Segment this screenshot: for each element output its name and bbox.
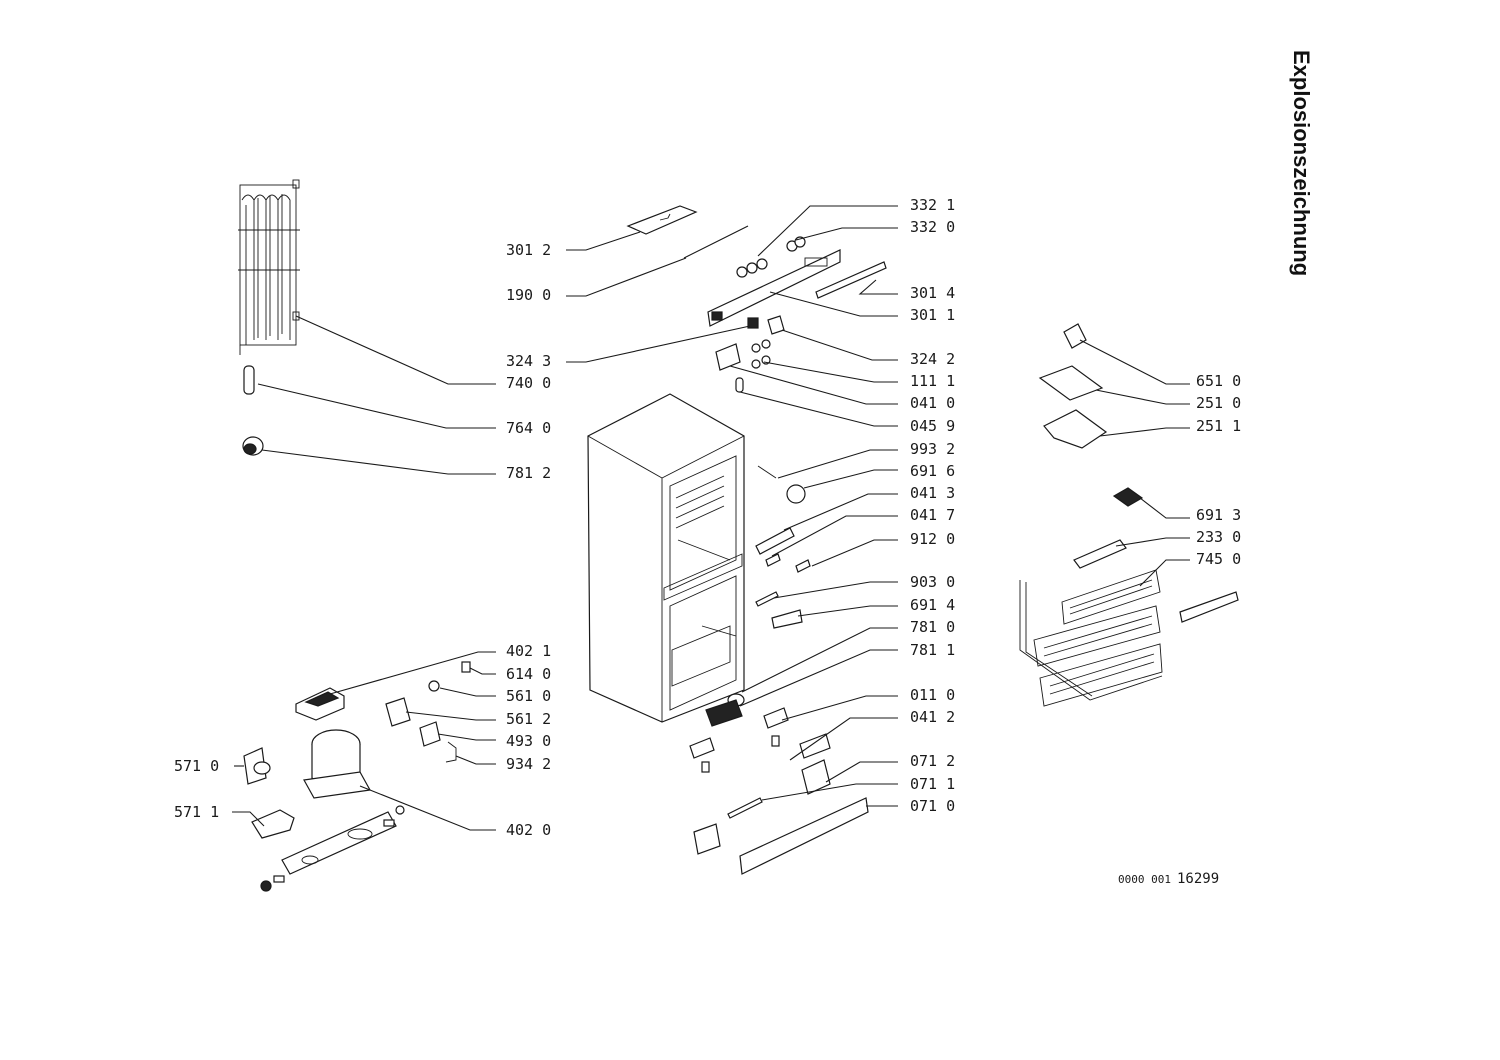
cap-part-4930 <box>419 721 441 747</box>
compressor-part <box>303 729 371 799</box>
bracket-part-5711 <box>251 809 295 839</box>
label-3012: 301 2 <box>506 241 551 259</box>
relay-part <box>295 687 345 721</box>
wire-part-9342 <box>445 741 457 763</box>
shelf-rail-part-2 <box>1179 591 1239 623</box>
label-7810: 781 0 <box>910 618 955 636</box>
strip-part <box>815 261 887 299</box>
label-3011: 301 1 <box>910 306 955 324</box>
vent-part <box>1112 487 1144 507</box>
label-0711: 071 1 <box>910 775 955 793</box>
label-4021: 402 1 <box>506 642 551 660</box>
leader-lines <box>232 205 1190 831</box>
label-7811: 781 1 <box>910 641 955 659</box>
label-5610: 561 0 <box>506 687 551 705</box>
label-0412: 041 2 <box>910 708 955 726</box>
label-0712: 071 2 <box>910 752 955 770</box>
capacitor-part <box>243 747 271 785</box>
cover-part-5612 <box>385 697 411 727</box>
doc-ref-prefix: 0000 001 <box>1118 873 1171 886</box>
light-housing-part <box>1043 409 1108 449</box>
lamp-cover-part <box>1038 365 1104 401</box>
label-1900: 190 0 <box>506 286 551 304</box>
page-title: Explosionszeichnung <box>1289 50 1314 277</box>
spring-part <box>428 680 440 692</box>
label-6913: 691 3 <box>1196 506 1241 524</box>
label-3243: 324 3 <box>506 352 551 370</box>
label-3321: 332 1 <box>910 196 955 214</box>
label-9120: 912 0 <box>910 530 955 548</box>
label-6140: 614 0 <box>506 665 551 683</box>
label-5710: 571 0 <box>174 757 219 775</box>
label-3014: 301 4 <box>910 284 955 302</box>
doc-ref-number: 16299 <box>1176 871 1220 887</box>
label-3242: 324 2 <box>910 350 955 368</box>
label-6914: 691 4 <box>910 596 955 614</box>
label-6916: 691 6 <box>910 462 955 480</box>
cover-part <box>767 315 785 335</box>
label-9342: 934 2 <box>506 755 551 773</box>
fridge-cabinet <box>587 393 745 723</box>
clamp-part <box>242 436 264 456</box>
label-7400: 740 0 <box>506 374 551 392</box>
hinge-hardware-parts <box>689 465 869 875</box>
label-0459: 045 9 <box>910 417 955 435</box>
label-9030: 903 0 <box>910 573 955 591</box>
label-4930: 493 0 <box>506 732 551 750</box>
label-7450: 745 0 <box>1196 550 1241 568</box>
label-2510: 251 0 <box>1196 394 1241 412</box>
label-7812: 781 2 <box>506 464 551 482</box>
label-2330: 233 0 <box>1196 528 1241 546</box>
label-0110: 011 0 <box>910 686 955 704</box>
label-7640: 764 0 <box>506 419 551 437</box>
label-9932: 993 2 <box>910 440 955 458</box>
wire-part <box>683 225 749 259</box>
lamp-part <box>735 377 744 393</box>
label-1111: 111 1 <box>910 372 955 390</box>
label-5612: 561 2 <box>506 710 551 728</box>
clip-part <box>461 661 471 673</box>
bracket-part-3012 <box>626 205 698 235</box>
drier-part <box>243 365 255 395</box>
label-0413: 041 3 <box>910 484 955 502</box>
label-0710: 071 0 <box>910 797 955 815</box>
base-plate-part <box>260 805 405 892</box>
label-4020: 402 0 <box>506 821 551 839</box>
label-2511: 251 1 <box>1196 417 1241 435</box>
thermostat-holder-part <box>715 339 771 371</box>
control-panel-part <box>707 236 841 327</box>
label-6510: 651 0 <box>1196 372 1241 390</box>
shelf-rail-part <box>1073 539 1127 569</box>
part-labels: 332 1 332 0 301 2 190 0 301 4 301 1 324 … <box>174 196 1241 839</box>
label-0417: 041 7 <box>910 506 955 524</box>
condenser-part <box>238 179 300 355</box>
label-0410: 041 0 <box>910 394 955 412</box>
switch-part <box>747 317 759 329</box>
label-3320: 332 0 <box>910 218 955 236</box>
label-5711: 571 1 <box>174 803 219 821</box>
wire-shelves-part <box>1019 569 1163 707</box>
document-reference: 0000 001 16299 <box>1118 868 1219 887</box>
bulb-part <box>1063 323 1087 349</box>
